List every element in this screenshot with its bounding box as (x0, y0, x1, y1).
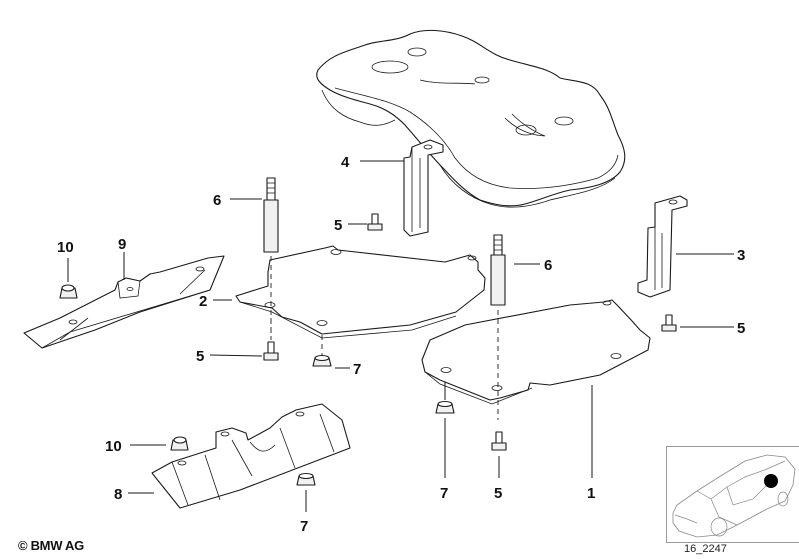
hex-bolt-top (367, 213, 383, 231)
callout-5: 5 (494, 485, 502, 502)
bracket-left (403, 139, 444, 237)
car-outline-icon (672, 454, 796, 538)
hex-nut-center (312, 335, 332, 367)
cap-nut-lower (170, 436, 189, 451)
callout-5: 5 (737, 320, 745, 337)
callout-8: 8 (114, 486, 122, 503)
callout-4: 4 (341, 154, 350, 171)
bracket-right (637, 195, 688, 298)
guard-plate-right (421, 299, 651, 405)
callout-5: 5 (334, 217, 342, 234)
hex-nut-shield (296, 472, 316, 512)
copyright-label: © BMW AG (18, 538, 84, 553)
protection-shield-lower (151, 403, 351, 509)
callout-7: 7 (353, 361, 361, 378)
callout-7: 7 (300, 518, 308, 535)
callout-7: 7 (440, 485, 448, 502)
stud-spacer-right (490, 234, 506, 420)
cap-nut-upper (59, 284, 78, 299)
callout-10: 10 (57, 239, 74, 256)
leader-lines (67, 160, 734, 494)
guard-plate-left (235, 245, 486, 339)
callout-9: 9 (118, 236, 126, 253)
car-location-thumbnail (666, 446, 799, 543)
fuel-tank (316, 29, 626, 208)
diagram-id: 16_2247 (684, 543, 727, 555)
callout-10: 10 (105, 438, 122, 455)
hex-nut-left-bottom (435, 382, 455, 478)
location-marker-icon (764, 474, 778, 488)
callout-1: 1 (587, 485, 595, 502)
hex-bolt-right (661, 314, 677, 332)
callout-5: 5 (196, 348, 204, 365)
callout-labels: 4 6 5 10 9 6 3 2 5 5 7 10 8 7 5 1 7 (57, 154, 745, 535)
callout-3: 3 (737, 247, 745, 264)
hex-bolt-bottom (491, 431, 507, 478)
stud-spacer-left (263, 177, 279, 340)
protection-rail (23, 255, 225, 349)
hex-bolt-left (263, 318, 279, 361)
callout-6: 6 (544, 257, 552, 274)
callout-6: 6 (213, 192, 221, 209)
callout-2: 2 (199, 293, 207, 310)
